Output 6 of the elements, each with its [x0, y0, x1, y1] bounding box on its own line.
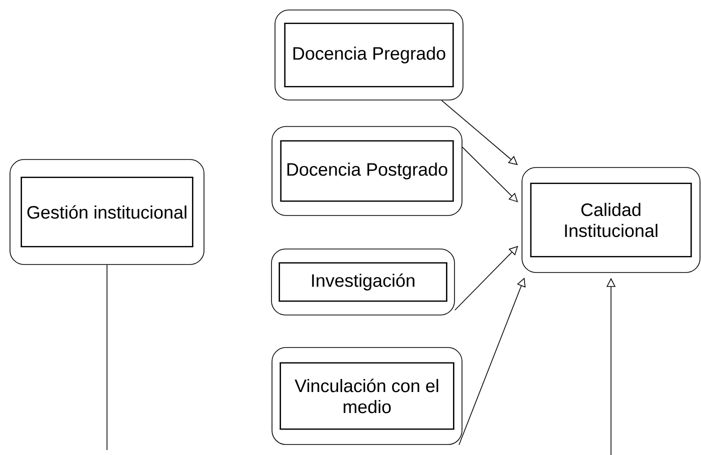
process-box: Calidad Institucional	[522, 167, 700, 273]
process-box: Docencia Pregrado	[274, 10, 464, 100]
process-box: Gestión institucional	[10, 159, 204, 265]
process-box: Docencia Postgrado	[272, 126, 462, 216]
process-box: Vinculación con el medio	[272, 347, 462, 445]
process-box: Investigación	[271, 248, 455, 316]
